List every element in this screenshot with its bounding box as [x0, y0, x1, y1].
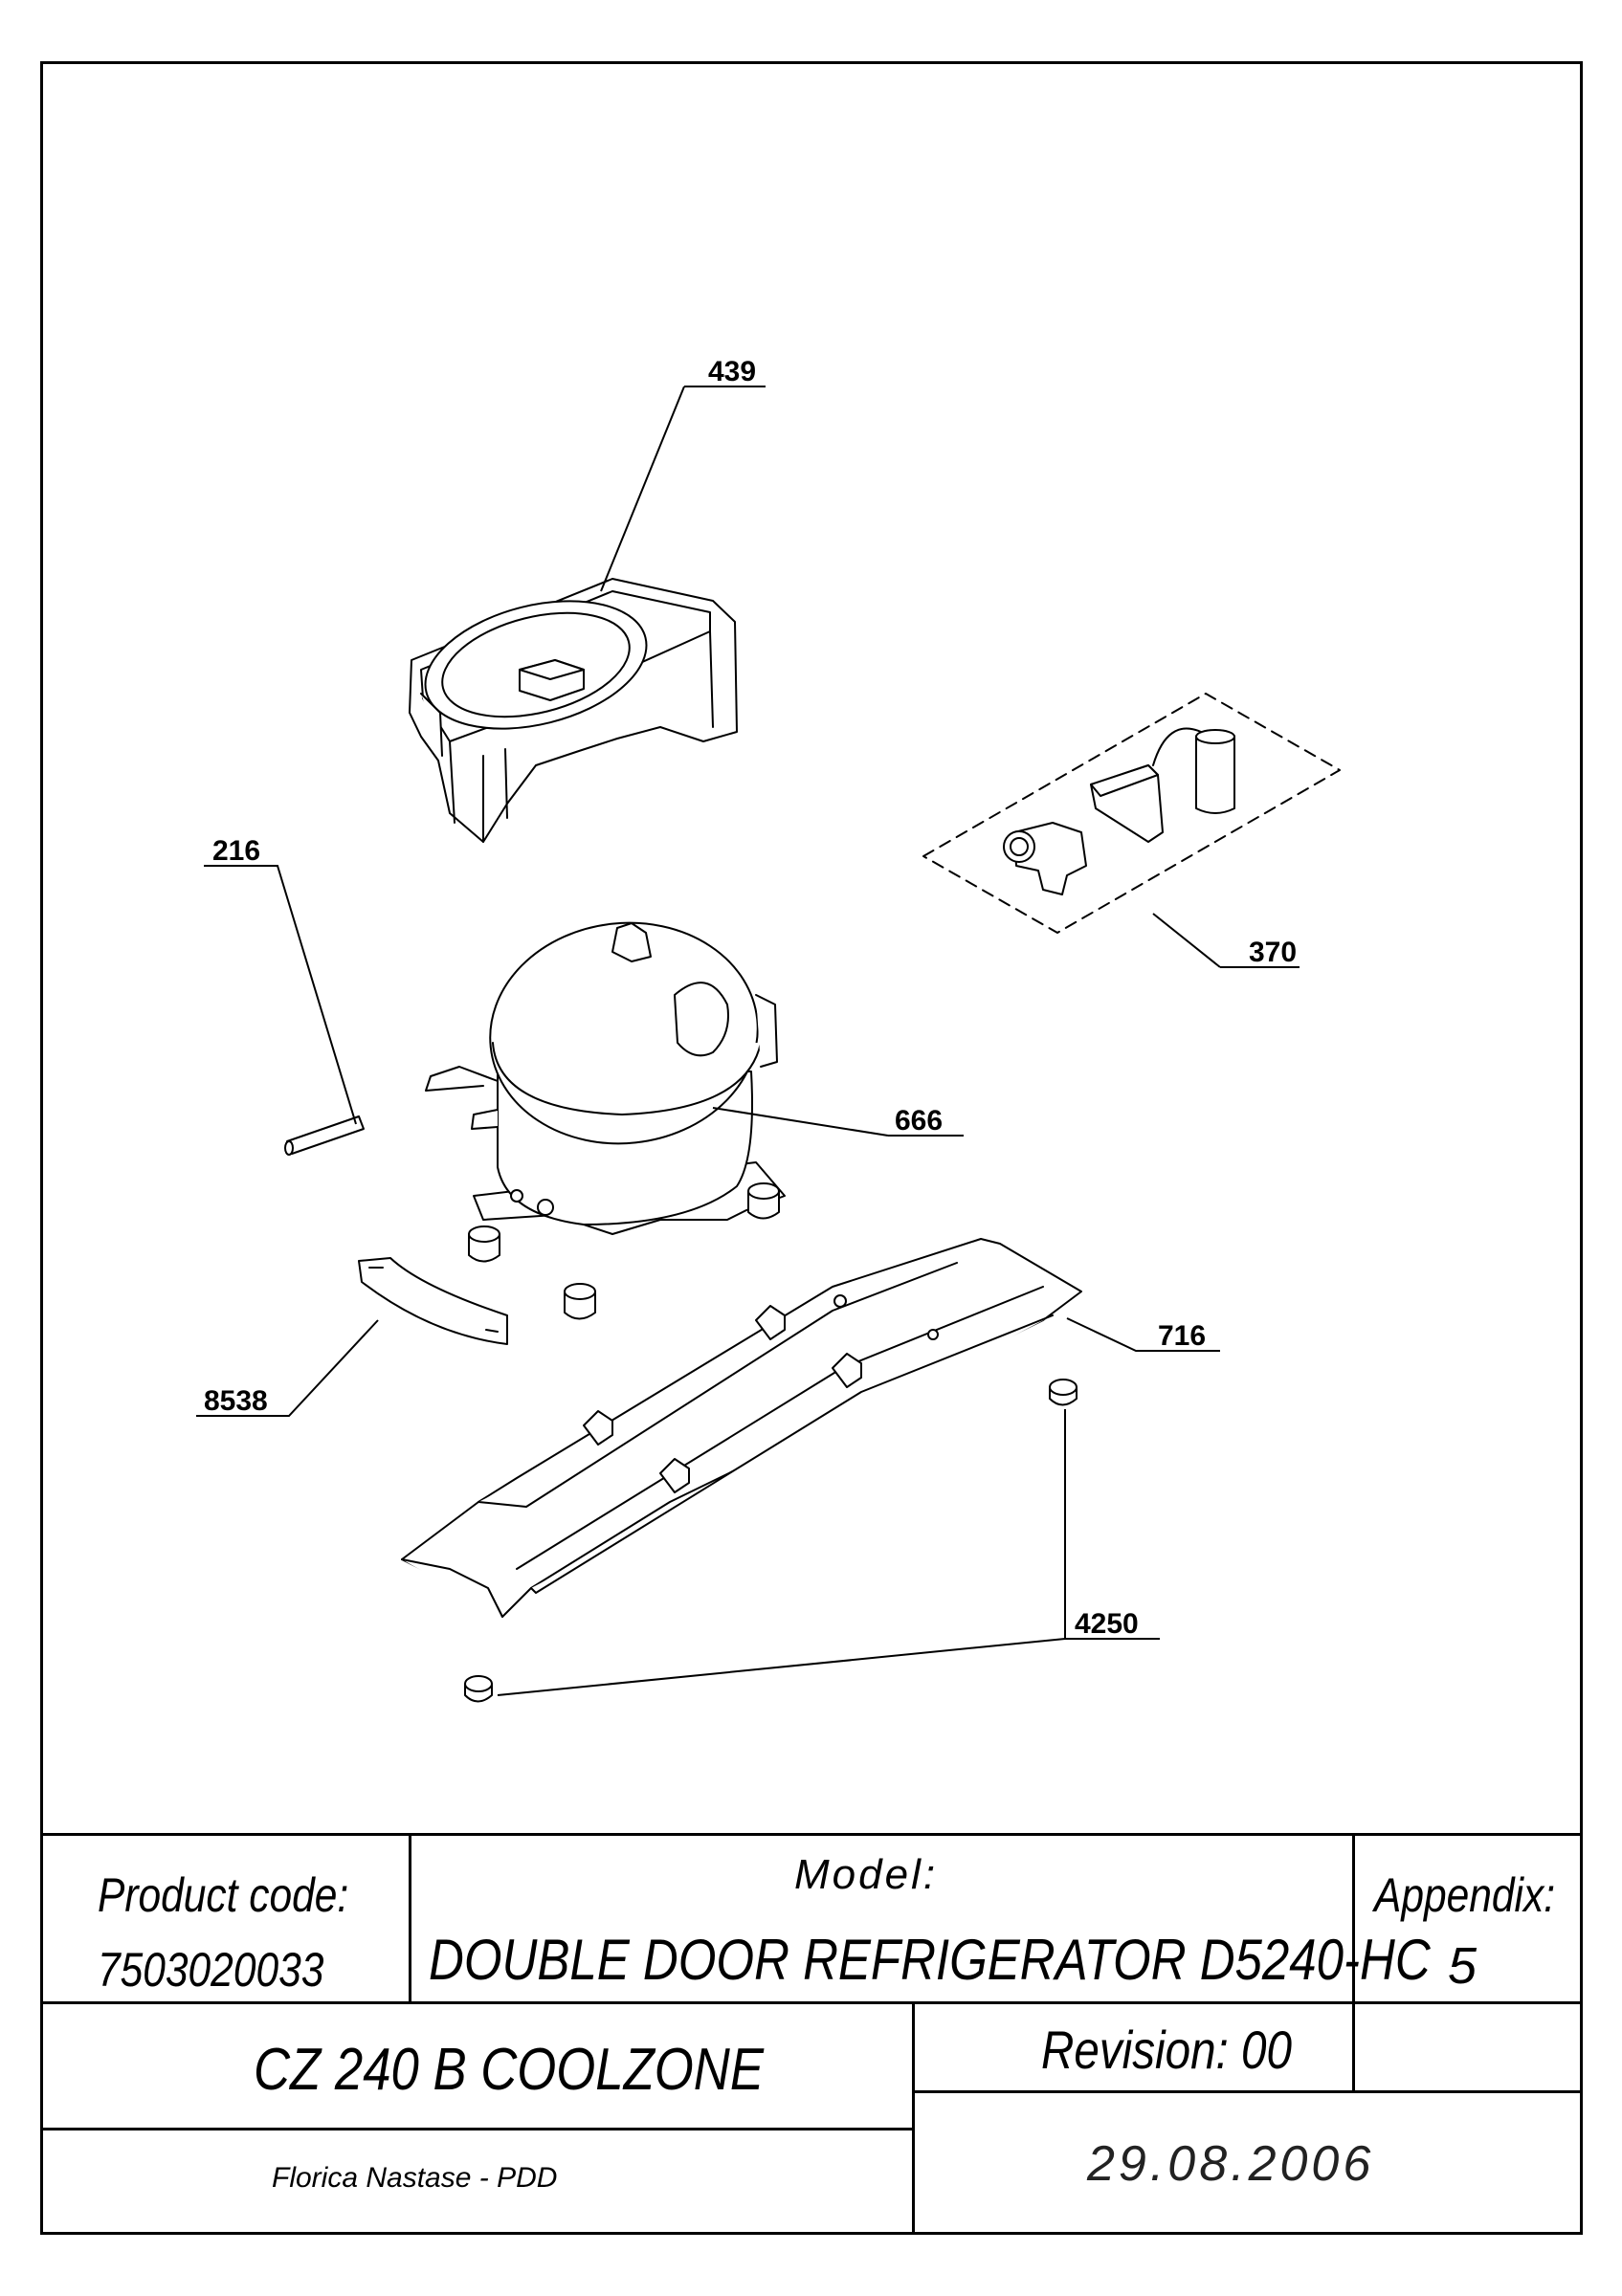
author: Florica Nastase - PDD: [272, 2162, 558, 2194]
date: 29.08.2006: [1087, 2136, 1375, 2192]
product-code: 7503020033: [98, 1943, 324, 1997]
product-name: CZ 240 B COOLZONE: [254, 2037, 765, 2103]
callout-439: 439: [708, 356, 756, 387]
exploded-parts-diagram: 439 370 216 666 716 8538 4250: [196, 356, 1341, 1703]
part-439-drip-tray: [409, 578, 738, 843]
callout-666: 666: [895, 1105, 943, 1137]
callout-716: 716: [1158, 1320, 1206, 1352]
part-666-compressor: [425, 921, 786, 1235]
grommet-parts: [468, 1182, 780, 1320]
callout-216: 216: [212, 835, 260, 867]
part-8538-strap: [358, 1257, 508, 1345]
part-716-base-rail: [401, 1238, 1082, 1618]
appendix-number: 5: [1448, 1937, 1478, 1995]
product-code-label: Product code:: [98, 1868, 349, 1922]
model-name: DOUBLE DOOR REFRIGERATOR D5240-HC: [429, 1928, 1431, 1992]
leader-lines: [196, 386, 1300, 1696]
revision: Revision: 00: [1041, 2020, 1292, 2080]
drawing-frame: [40, 61, 1583, 2235]
appendix-label: Appendix:: [1374, 1868, 1556, 1922]
callout-4250: 4250: [1075, 1608, 1139, 1640]
part-216-tube: [284, 1115, 365, 1156]
callout-8538: 8538: [204, 1385, 268, 1417]
callout-370: 370: [1249, 937, 1297, 968]
part-370-starter-relay-kit: [922, 693, 1341, 934]
model-label: Model:: [794, 1851, 939, 1898]
part-4250-nuts: [464, 1379, 1078, 1703]
